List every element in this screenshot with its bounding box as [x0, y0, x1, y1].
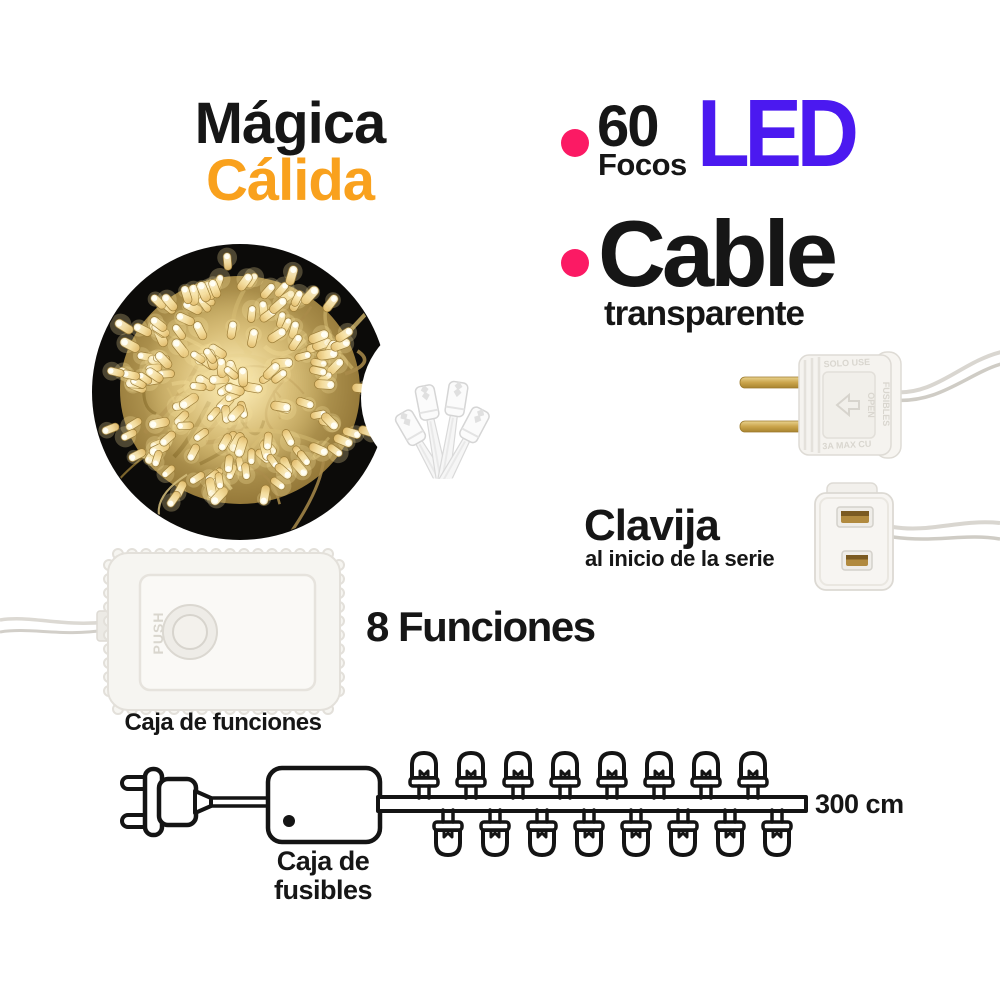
plug-cord: [892, 350, 1000, 395]
functions-label: 8 Funciones: [366, 603, 596, 650]
plug-ribs: [803, 357, 821, 453]
fuse-box-icon: [265, 765, 383, 845]
clear-bulbs-photo: [394, 380, 490, 479]
fuse-box-caption: Caja de fusibles: [253, 846, 393, 906]
fuse-box-dot: [283, 815, 295, 827]
plug-emboss-side: FUSIBLES: [881, 382, 891, 427]
led-coil-photo: [92, 244, 525, 540]
fuse-caption-line1: Caja de: [276, 846, 370, 876]
product-title-line2: Cálida: [205, 147, 375, 213]
plug-emboss-top: SOLO USE: [823, 357, 870, 369]
plug-cord: [892, 362, 1000, 403]
product-title-line1: Mágica: [194, 91, 387, 156]
controller-caption: Caja de funciones: [124, 709, 322, 736]
socket-slot: [836, 506, 874, 528]
feature-type-led: LED: [697, 80, 859, 187]
socket-cord: [892, 535, 1000, 541]
controller-cable: [0, 617, 107, 625]
plug-emboss-open: OPEN: [866, 392, 876, 418]
fuse-caption-line2: fusibles: [273, 875, 373, 906]
socket-face: [819, 497, 889, 586]
mode-button[interactable]: [172, 614, 208, 650]
product-title: Mágica Cálida: [140, 91, 440, 213]
coil-of-lights: [98, 247, 387, 533]
controller-box-panel: [138, 573, 317, 692]
bullet-dot-icon: [561, 249, 589, 277]
socket-photo: [814, 482, 1000, 591]
clavija-subtitle: al inicio de la serie: [585, 546, 775, 571]
plug-prong: [739, 420, 809, 433]
string-wire: [376, 795, 808, 813]
plug-emboss-bottom: 3A MAX CU: [822, 439, 872, 452]
diagram-wire: [209, 796, 272, 808]
string-bulbs: [408, 751, 793, 857]
open-arrow-icon: [835, 392, 860, 418]
controller-box-photo: PUSH: [0, 548, 345, 715]
controller-cable: [0, 628, 107, 635]
bullet-dot-icon: [561, 129, 589, 157]
feature-cable-subtitle: transparente: [604, 294, 805, 333]
string-light-diagram: [120, 751, 808, 857]
feature-unit: Focos: [598, 147, 687, 182]
clavija-title: Clavija: [584, 501, 720, 550]
clear-bulbs-photo-background: [361, 316, 525, 480]
plug-fuse-door: [822, 371, 876, 439]
diagram-plug-icon: [120, 766, 272, 838]
feature-cable-title: Cable: [598, 201, 838, 306]
plug-photo: SOLO USE OPEN FUSIBLES 3A MAX CU: [739, 350, 1000, 459]
length-label: 300 cm: [815, 789, 904, 819]
push-label: PUSH: [150, 612, 166, 655]
socket-cord: [892, 520, 1000, 531]
socket-slot: [841, 550, 873, 571]
plug-prong: [739, 376, 809, 389]
feature-count: 60: [597, 94, 659, 159]
